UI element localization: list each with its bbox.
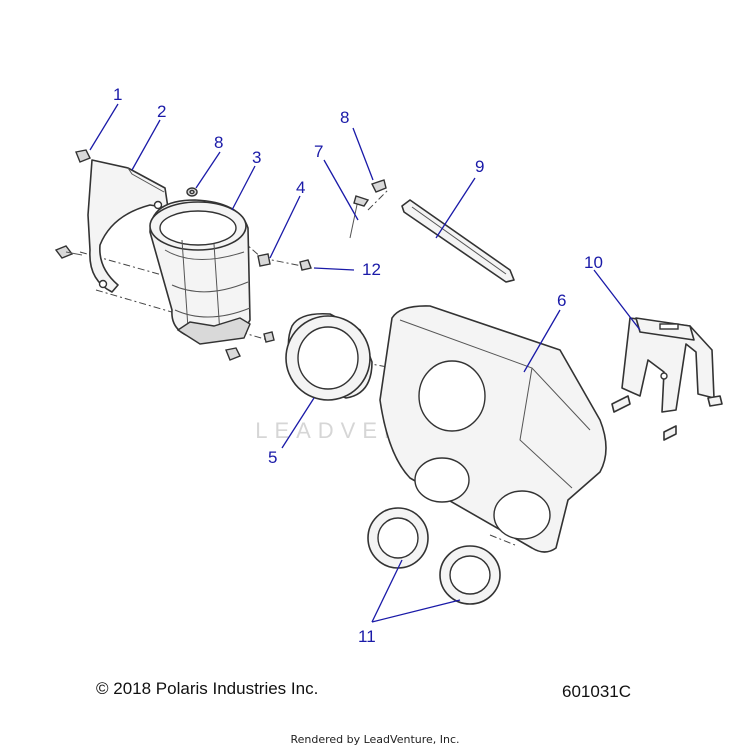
screw-part-12 bbox=[299, 259, 312, 271]
part-6-airbox-cover bbox=[379, 305, 607, 553]
airbox-lower-opening-left bbox=[414, 457, 470, 503]
assembly-line-grommet-right bbox=[489, 534, 516, 546]
part-11-grommets bbox=[367, 507, 501, 605]
bolt-lower bbox=[225, 347, 241, 361]
callout-9: 9 bbox=[475, 157, 484, 176]
callout-8-rivet: 8 bbox=[340, 108, 349, 127]
bolt-part-1 bbox=[75, 149, 91, 163]
callout-8-washer: 8 bbox=[214, 133, 223, 152]
part-5-coupler-ring bbox=[285, 312, 373, 401]
airbox-lower-opening-right bbox=[493, 490, 551, 540]
callout-5: 5 bbox=[268, 448, 277, 467]
callout-11: 11 bbox=[358, 627, 376, 646]
rivet-head-part-8 bbox=[371, 179, 387, 193]
callout-1: 1 bbox=[113, 85, 122, 104]
callouts: 1 2 8 3 4 8 7 9 12 10 6 5 11 bbox=[113, 85, 603, 646]
part-10-mounting-bracket bbox=[611, 317, 723, 441]
diagram-code: 601031C bbox=[562, 682, 632, 701]
screw-part-4 bbox=[257, 253, 271, 267]
callout-2: 2 bbox=[157, 102, 166, 121]
push-rivet-part-7 bbox=[353, 195, 370, 207]
assembly-line-rivet bbox=[367, 189, 389, 211]
fasteners bbox=[54, 149, 387, 361]
callout-10: 10 bbox=[584, 253, 603, 272]
callout-4: 4 bbox=[296, 178, 305, 197]
rendered-by-credit: Rendered by LeadVenture, Inc. bbox=[290, 733, 460, 746]
part-9-strap bbox=[401, 199, 515, 283]
callout-12: 12 bbox=[362, 260, 381, 279]
part-2-bracket-plate bbox=[87, 159, 169, 293]
part-3-intake-boot bbox=[149, 199, 251, 345]
callout-3: 3 bbox=[252, 148, 261, 167]
airbox-inlet-opening bbox=[418, 360, 486, 432]
copyright-notice: © 2018 Polaris Industries Inc. bbox=[96, 679, 319, 698]
callout-7: 7 bbox=[314, 142, 323, 161]
screw-lower bbox=[263, 331, 275, 343]
callout-6: 6 bbox=[557, 291, 566, 310]
leader-lines bbox=[89, 103, 641, 623]
bolt-left bbox=[54, 245, 74, 259]
